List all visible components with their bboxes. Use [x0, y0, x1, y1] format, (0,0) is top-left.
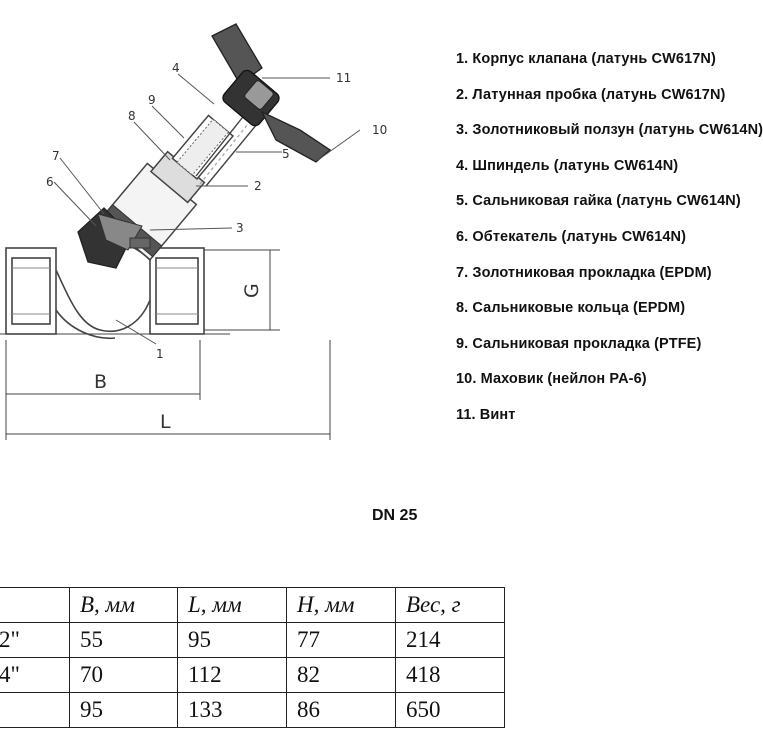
- table-cell: 2": [0, 622, 70, 658]
- table-row: 95 133 86 650: [0, 692, 505, 728]
- svg-text:3: 3: [236, 221, 244, 235]
- table-header: Вес, г: [395, 587, 505, 623]
- table-cell: 214: [395, 622, 505, 658]
- disc-assembly: [77, 207, 151, 269]
- svg-text:1: 1: [156, 347, 164, 361]
- table-cell: 95: [177, 622, 287, 658]
- port-threads: [12, 267, 198, 315]
- part-item: 7. Золотниковая прокладка (EPDM): [456, 264, 712, 281]
- part-item: 3. Золотниковый ползун (латунь CW614N): [456, 122, 763, 139]
- table-header-row: B, мм L, мм H, мм Вес, г: [0, 587, 505, 623]
- handwheel: [211, 23, 332, 163]
- table-header: L, мм: [177, 587, 287, 623]
- dimension-lines: [5, 249, 331, 440]
- table-cell: 112: [177, 657, 287, 693]
- table-header: H, мм: [286, 587, 396, 623]
- svg-text:10: 10: [372, 123, 387, 137]
- dim-g-label: G: [241, 283, 263, 298]
- svg-text:6: 6: [46, 175, 54, 189]
- part-item: 6. Обтекатель (латунь CW614N): [456, 228, 687, 245]
- svg-text:11: 11: [336, 71, 351, 85]
- spindle-shaft: [195, 107, 263, 187]
- svg-text:2: 2: [254, 179, 262, 193]
- table-cell: 77: [286, 622, 396, 658]
- table-row: 2" 55 95 77 214: [0, 622, 505, 658]
- table-cell: 55: [69, 622, 178, 658]
- svg-text:9: 9: [148, 93, 156, 107]
- part-item: 9. Сальниковая прокладка (PTFE): [456, 335, 702, 352]
- dim-l-label: L: [160, 411, 171, 433]
- table-cell: 95: [69, 692, 178, 728]
- part-item: 11. Винт: [456, 406, 516, 423]
- parts-list: 1. Корпус клапана (латунь CW617N) 2. Лат…: [456, 48, 763, 440]
- table-header: B, мм: [69, 587, 178, 623]
- valve-body: [0, 242, 230, 340]
- table-cell: 650: [395, 692, 505, 728]
- table-cell: 70: [69, 657, 178, 693]
- part-item: 5. Сальниковая гайка (латунь CW614N): [456, 193, 741, 210]
- table-cell: 418: [395, 657, 505, 693]
- svg-text:8: 8: [128, 109, 136, 123]
- table-cell: 133: [177, 692, 287, 728]
- table-header: [0, 587, 70, 623]
- callout-numbers: 1 2 3 4 5 6 7 8 9 10 11: [46, 61, 387, 361]
- callout-leaders: [53, 73, 361, 345]
- table-cell: 86: [286, 692, 396, 728]
- dn-label: DN 25: [372, 507, 418, 524]
- table-row: 4" 70 112 82 418: [0, 657, 505, 693]
- svg-text:7: 7: [52, 149, 60, 163]
- svg-text:5: 5: [282, 147, 290, 161]
- valve-cross-section-diagram: B L G 1 2 3 4 5 6 7 8 9 10 11: [0, 23, 387, 440]
- table-cell: 4": [0, 657, 70, 693]
- part-item: 4. Шпиндель (латунь CW614N): [456, 157, 679, 174]
- svg-text:4: 4: [172, 61, 180, 75]
- dim-b-label: B: [94, 371, 107, 393]
- dimensions-table: B, мм L, мм H, мм Вес, г 2" 55 95 77 214…: [0, 587, 505, 728]
- part-item: 2. Латунная пробка (латунь CW617N): [456, 86, 726, 103]
- part-item: 10. Маховик (нейлон PA-6): [456, 371, 647, 388]
- table-cell: 82: [286, 657, 396, 693]
- table-cell: [0, 692, 70, 728]
- part-item: 8. Сальниковые кольца (EPDM): [456, 300, 686, 317]
- part-item: 1. Корпус клапана (латунь CW617N): [456, 51, 716, 67]
